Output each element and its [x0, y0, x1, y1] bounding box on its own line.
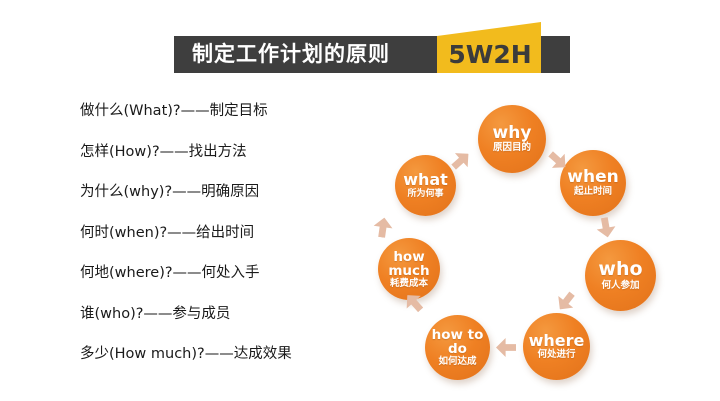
principles-list: 做什么(What)?——制定目标 怎样(How)?——找出方法 为什么(why)…	[80, 104, 380, 388]
principle-line-6: 谁(who)?——参与成员	[80, 305, 231, 322]
title-banner: 制定工作计划的原则 5W2H	[174, 22, 570, 73]
cycle-node-where-label-en: where	[528, 330, 585, 350]
cycle-node-how-to-do-label-cn: 如何达成	[438, 356, 477, 368]
page-title: 制定工作计划的原则	[192, 42, 390, 66]
cycle-node-who-label-cn: 何人参加	[601, 279, 640, 291]
principle-line-1: 做什么(What)?——制定目标	[80, 103, 268, 119]
title-accent-label: 5W2H	[448, 40, 532, 69]
cycle-node-how-much-label-en: how much	[388, 248, 430, 279]
cycle-node-why-label-cn: 原因目的	[492, 142, 531, 154]
cycle-node-when[interactable]: when 起止时间	[560, 150, 626, 216]
cycle-node-when-label-en: when	[567, 166, 619, 187]
cycle-diagram: why 原因目的 when 起止时间 who 何人参加 where 何处进行 h…	[368, 96, 668, 392]
cycle-node-where[interactable]: where 何处进行	[523, 313, 590, 380]
principle-line-5: 何地(where)?——何处入手	[80, 265, 260, 281]
cycle-arrow-how-much-to-what	[372, 216, 394, 238]
cycle-node-what-label-cn: 所为何事	[407, 188, 444, 199]
principle-line-3: 为什么(why)?——明确原因	[80, 184, 260, 200]
cycle-arrow-when-to-who	[595, 216, 617, 239]
cycle-node-how-to-do-label-en: how to do	[431, 327, 484, 358]
cycle-node-how-much-label-cn: 耗费成本	[389, 277, 428, 289]
cycle-arrow-who-to-where	[552, 288, 579, 315]
cycle-node-where-label-cn: 何处进行	[537, 349, 576, 361]
cycle-node-what-label-en: what	[403, 170, 448, 189]
cycle-node-what[interactable]: what 所为何事	[395, 155, 456, 216]
cycle-node-how-much[interactable]: how much 耗费成本	[378, 238, 440, 300]
principle-line-4: 何时(when)?——给出时间	[80, 224, 255, 241]
cycle-node-who-label-en: who	[598, 258, 643, 281]
cycle-node-when-label-cn: 起止时间	[573, 186, 612, 198]
cycle-node-how-to-do[interactable]: how to do 如何达成	[425, 315, 490, 380]
cycle-node-who[interactable]: who 何人参加	[585, 240, 656, 311]
cycle-node-why-label-en: why	[492, 122, 532, 143]
cycle-arrow-where-to-how-to-do	[496, 338, 516, 357]
principle-line-7: 多少(How much)?——达成效果	[80, 346, 292, 362]
cycle-node-why[interactable]: why 原因目的	[478, 105, 546, 173]
principle-line-2: 怎样(How)?——找出方法	[80, 143, 247, 160]
